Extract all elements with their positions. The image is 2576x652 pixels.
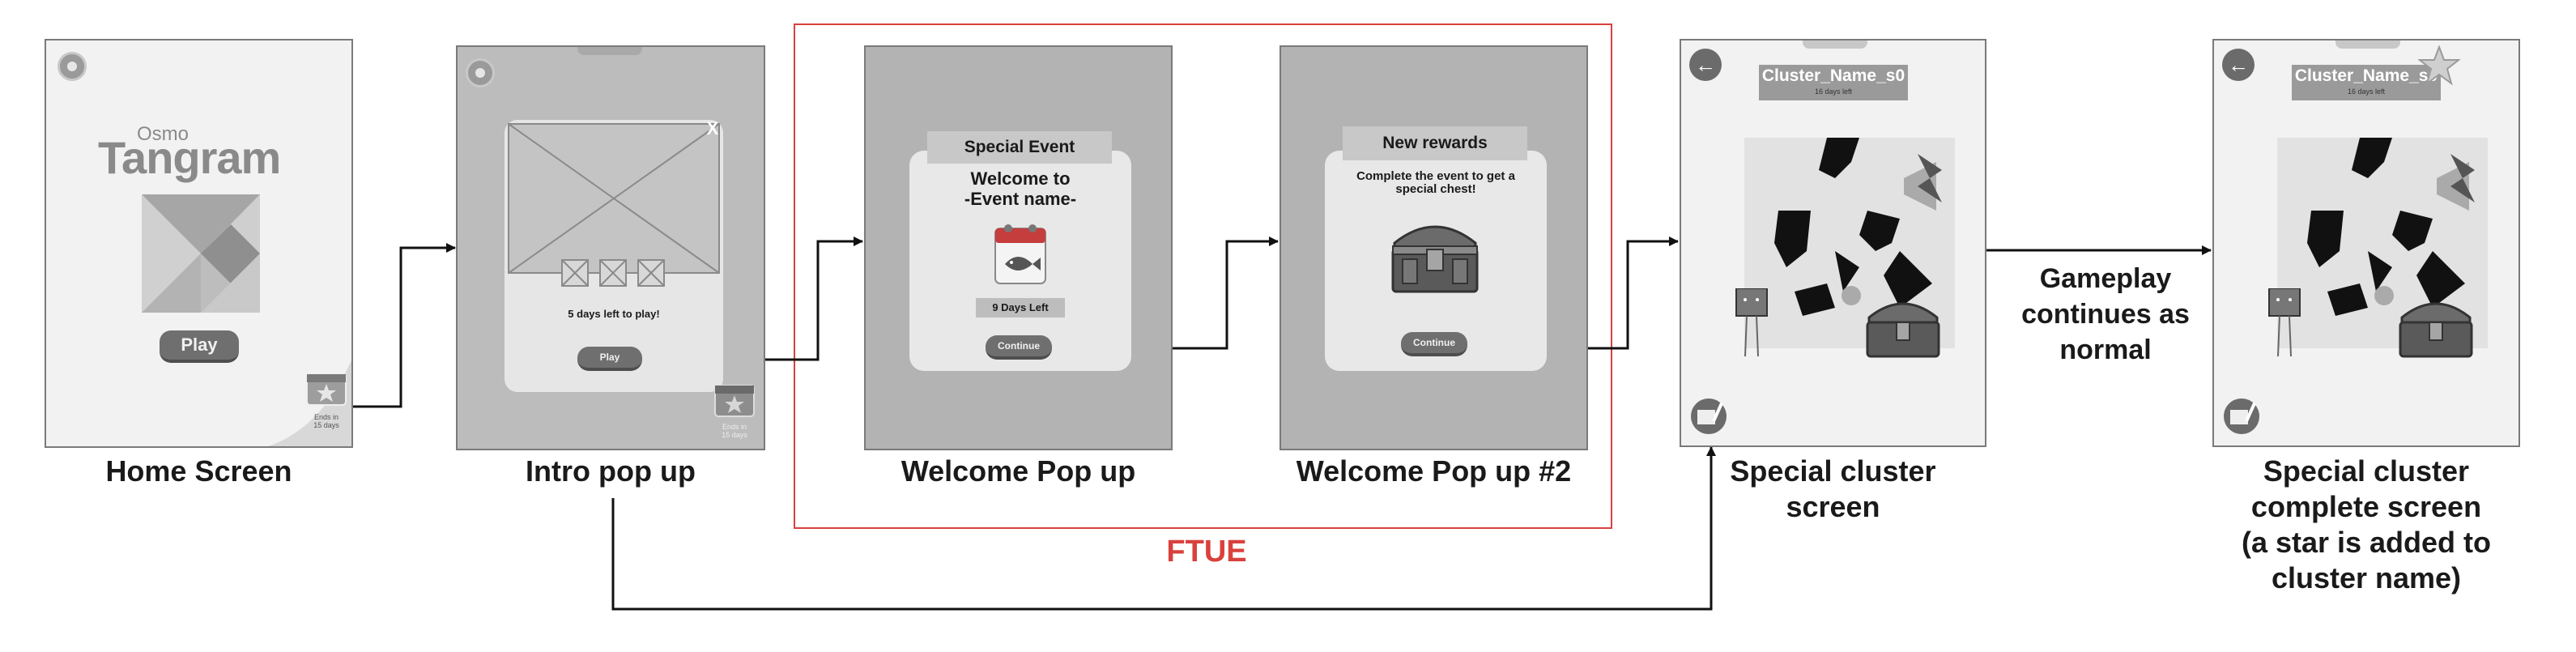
gear-icon[interactable]	[466, 58, 495, 87]
cluster-days-left: 16 days left	[2347, 87, 2386, 96]
logo-small: Osmo	[137, 123, 189, 145]
days-left-badge: 9 Days Left	[976, 298, 1065, 317]
treasure-chest-icon	[1391, 225, 1479, 293]
cluster-caption: Special cluster screen	[1730, 454, 1936, 523]
intro-screen: X 5 days left to play! Play Ends in 15 d…	[456, 45, 765, 450]
popup-header: Special Event	[927, 131, 1112, 164]
ftue-box	[794, 23, 1612, 529]
home-corner-shape	[268, 360, 351, 446]
cluster-name-banner	[1759, 65, 1908, 100]
treasure-chest-icon	[2399, 302, 2473, 358]
welcome-screen: Special Event Welcome to -Event name- 9 …	[864, 45, 1173, 450]
top-notch	[577, 47, 642, 55]
arrow-home-to-intro	[352, 243, 456, 408]
character-sprite	[2268, 288, 2301, 357]
continue-button[interactable]: Continue	[1401, 332, 1467, 356]
arrow-intro-to-cluster	[611, 446, 1716, 611]
image-placeholder	[508, 123, 720, 274]
home-screen: Osmo Tangram Play Ends in 15 days	[45, 39, 353, 448]
days-left-text: 5 days left to play!	[568, 308, 660, 320]
welcome-title: Welcome to -Event name-	[964, 168, 1077, 209]
back-icon[interactable]: ←	[2222, 49, 2255, 81]
play-button[interactable]: Play	[160, 330, 239, 363]
close-icon[interactable]: X	[706, 118, 719, 138]
treasure-chest-icon	[1866, 302, 1940, 358]
complete-caption: Special cluster complete screen (a star …	[2241, 454, 2492, 594]
cluster-days-left: 16 days left	[1814, 87, 1853, 96]
cluster-name: Cluster_Name_s0	[1761, 66, 1905, 85]
calendar-text: Ends in 15 days	[313, 413, 339, 429]
calendar-star-icon[interactable]	[305, 369, 347, 407]
intro-caption: Intro pop up	[526, 454, 696, 488]
ftue-label: FTUE	[1166, 535, 1247, 569]
star-icon	[2418, 45, 2460, 86]
thumbnail-placeholders	[561, 259, 665, 287]
calendar-fish-icon	[994, 224, 1046, 284]
calendar-star-icon[interactable]	[713, 381, 756, 418]
gameplay-note: Gameplay continues as normal	[2021, 263, 2190, 365]
top-notch	[1803, 40, 1867, 49]
tangram-puzzle-grid	[1744, 138, 1955, 348]
back-icon[interactable]: ←	[1689, 49, 1722, 81]
tangram-puzzle-icon	[142, 194, 260, 313]
gear-icon[interactable]	[57, 52, 87, 81]
welcome2-caption: Welcome Pop up #2	[1296, 454, 1572, 488]
calendar-text: Ends in 15 days	[722, 423, 747, 439]
welcome-caption: Welcome Pop up	[901, 454, 1136, 488]
continue-button[interactable]: Continue	[986, 335, 1052, 360]
welcome2-screen: New rewards Complete the event to get a …	[1279, 45, 1588, 450]
cluster-name: Cluster_Name_s0	[2294, 66, 2438, 85]
cluster-screen: ← Cluster_Name_s0 16 days left	[1680, 39, 1986, 447]
character-sprite	[1735, 288, 1768, 357]
cluster-name-banner	[2292, 65, 2441, 100]
home-caption: Home Screen	[105, 454, 292, 488]
edit-tool-icon[interactable]	[2222, 397, 2261, 436]
play-button[interactable]: Play	[577, 347, 642, 371]
complete-screen: ← Cluster_Name_s0 16 days left	[2212, 39, 2520, 447]
rewards-text: Complete the event to get a special ches…	[1356, 169, 1515, 196]
top-notch	[2335, 40, 2400, 49]
logo-big: Tangram	[98, 132, 281, 183]
edit-tool-icon[interactable]	[1689, 397, 1728, 436]
popup-header: New rewards	[1343, 126, 1527, 160]
